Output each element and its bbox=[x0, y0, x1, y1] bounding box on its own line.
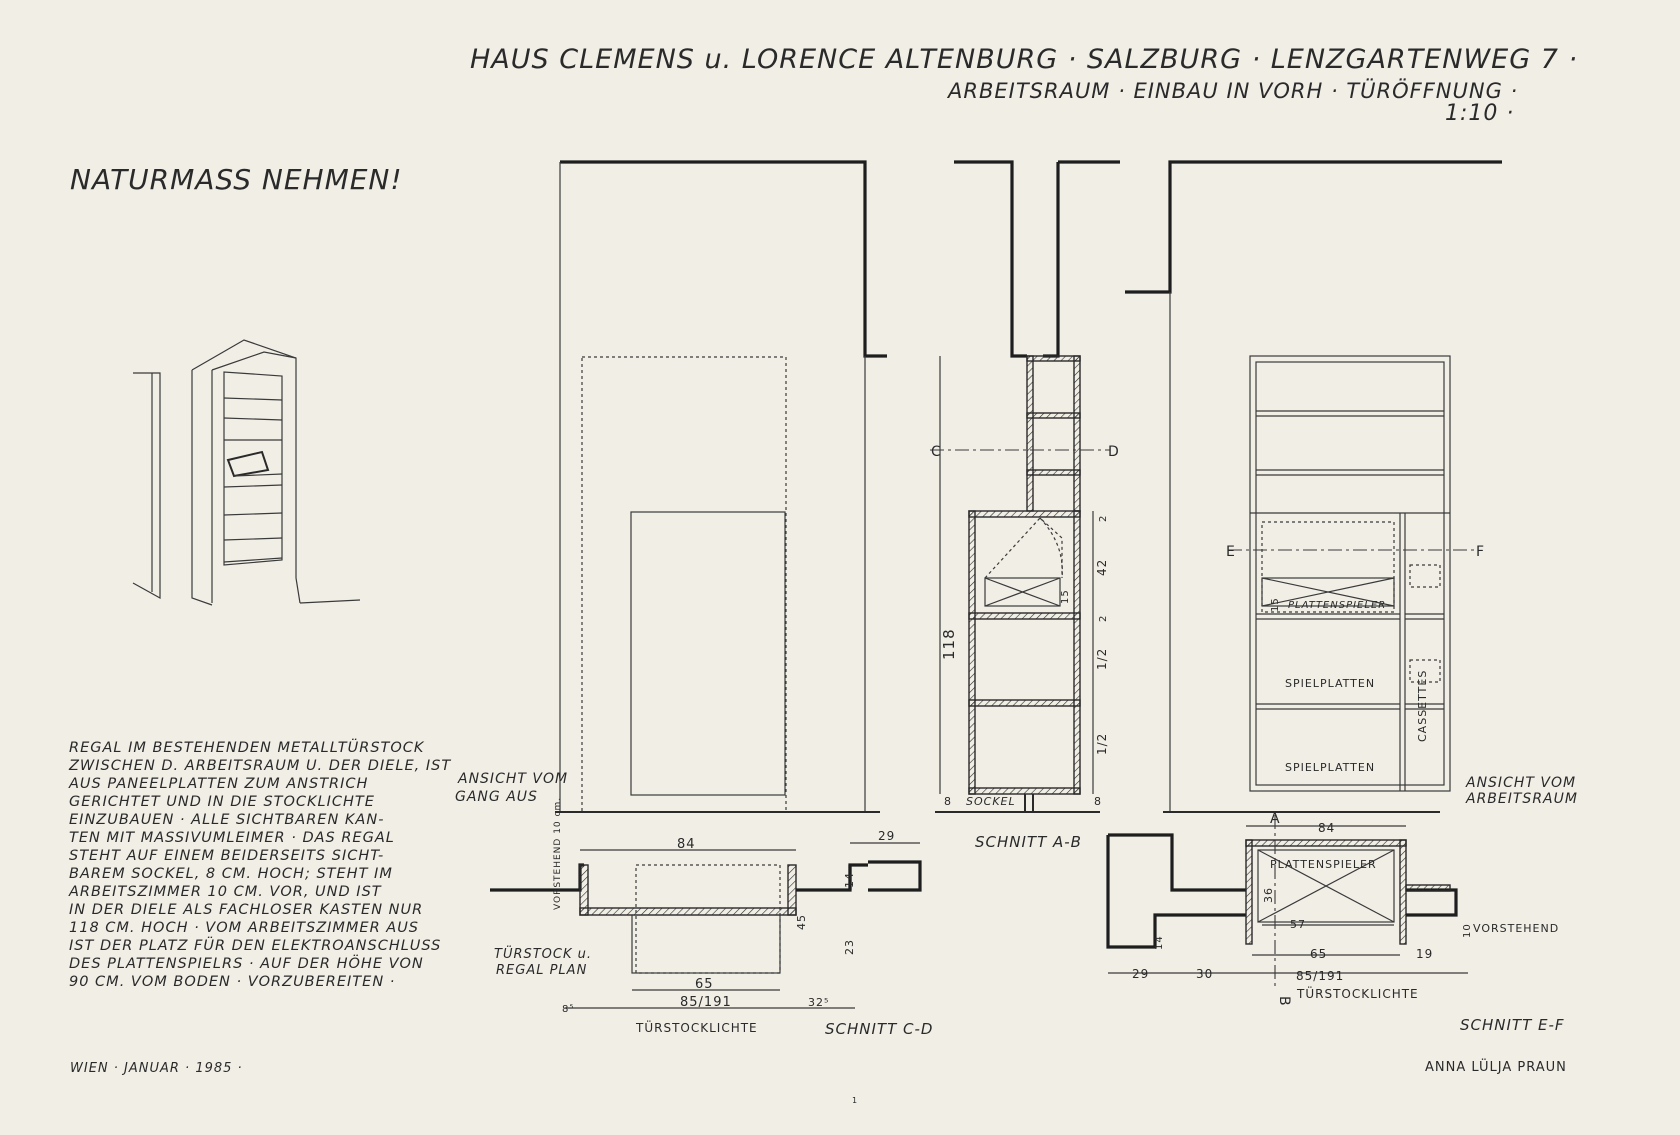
note-line: GERICHTET UND IN DIE STOCKLICHTE bbox=[69, 794, 375, 810]
title-line-2: ARBEITSRAUM · EINBAU IN VORH · TÜRÖFFNUN… bbox=[946, 78, 1518, 103]
label-spielplatten-2: SPIELPLATTEN bbox=[1285, 761, 1375, 774]
dim-23: 23 bbox=[843, 939, 856, 955]
label-ansicht-gang: ANSICHT VOM bbox=[457, 771, 568, 787]
dim-half-2: 1/2 bbox=[1095, 733, 1109, 755]
dim-2-a: 2 bbox=[1098, 515, 1109, 522]
dim-65-cd: 65 bbox=[695, 977, 714, 992]
note-line: DES PLATTENSPIELRS · AUF DER HÖHE VON bbox=[69, 954, 424, 972]
label-tuerstocklichte-cd: TÜRSTOCKLICHTE bbox=[635, 1019, 758, 1035]
section-marker-b: B bbox=[1276, 996, 1292, 1007]
dim-45: 45 bbox=[795, 914, 808, 930]
label-tuerstock-plan-2: REGAL PLAN bbox=[496, 963, 587, 978]
dim-14: 14 bbox=[843, 872, 856, 888]
label-schnitt-cd: SCHNITT C-D bbox=[825, 1020, 933, 1038]
section-ef-plan: PLATTENSPIELER 84 57 36 29 30 65 19 85/1… bbox=[1106, 811, 1565, 1034]
dim-2-b: 2 bbox=[1098, 615, 1109, 622]
note-line: IN DER DIELE ALS FACHLOSER KASTEN NUR bbox=[69, 902, 423, 918]
dim-8-right: 8 bbox=[1094, 795, 1102, 808]
dim-118: 118 bbox=[940, 628, 958, 660]
note-line: 90 CM. VOM BODEN · VORZUBEREITEN · bbox=[69, 974, 395, 990]
label-tuerstock-plan: TÜRSTOCK u. bbox=[494, 945, 592, 962]
dim-30: 30 bbox=[1196, 967, 1213, 981]
footer-date: WIEN · JANUAR · 1985 · bbox=[70, 1061, 243, 1076]
label-ansicht-arbeitsraum: ANSICHT VOM bbox=[1465, 775, 1576, 791]
label-plattenspieler-ghost: PLATTENSPIELER bbox=[1288, 600, 1386, 611]
dim-29-ef: 29 bbox=[1132, 967, 1149, 981]
notes-block: REGAL IM BESTEHENDEN METALLTÜRSTOCK ZWIS… bbox=[68, 738, 451, 990]
note-line: STEHT AUF EINEM BEIDERSEITS SICHT- bbox=[69, 848, 384, 864]
dim-57: 57 bbox=[1290, 918, 1306, 931]
section-marker-e: E bbox=[1226, 544, 1236, 560]
note-line: ARBEITSZIMMER 10 CM. VOR, UND IST bbox=[68, 884, 382, 900]
dim-10: 10 bbox=[1462, 923, 1473, 938]
dim-14-ef: 14 bbox=[1154, 935, 1165, 950]
title-scale: 1:10 · bbox=[1445, 101, 1514, 126]
note-line: IST DER PLATZ FÜR DEN ELEKTROANSCHLUSS bbox=[69, 936, 441, 954]
dim-15: 15 bbox=[1060, 589, 1071, 604]
dim-42: 42 bbox=[1095, 559, 1109, 576]
label-cassettes: CASSETTES bbox=[1416, 670, 1429, 742]
section-cd-plan: 84 65 85/191 TÜRSTOCKLICHTE 8⁵ 32⁵ 29 14… bbox=[490, 797, 933, 1038]
note-line: 118 CM. HOCH · VOM ARBEITSZIMMER AUS bbox=[69, 920, 419, 936]
dim-8-left: 8 bbox=[944, 795, 952, 808]
dim-15-b: 15 bbox=[1270, 597, 1281, 612]
label-vorstehend-left: VORSTEHEND 10 cm. bbox=[553, 797, 563, 910]
note-line: REGAL IM BESTEHENDEN METALLTÜRSTOCK bbox=[69, 738, 425, 756]
label-plattenspieler: PLATTENSPIELER bbox=[1270, 858, 1377, 871]
label-schnitt-ab: SCHNITT A-B bbox=[975, 833, 1082, 851]
elevation-corridor: ANSICHT VOM GANG AUS bbox=[455, 160, 887, 813]
note-line: TEN MIT MASSIVUMLEIMER · DAS REGAL bbox=[69, 830, 395, 846]
label-tuerstocklichte-ef: TÜRSTOCKLICHTE bbox=[1296, 985, 1419, 1001]
dim-29-cd: 29 bbox=[878, 829, 895, 843]
dim-8-5: 8⁵ bbox=[562, 1004, 574, 1015]
footer-page: 1 bbox=[852, 1096, 858, 1105]
dim-19: 19 bbox=[1416, 947, 1433, 961]
label-sockel: SOCKEL bbox=[966, 795, 1016, 808]
dim-85-191-cd: 85/191 bbox=[680, 995, 732, 1010]
dim-65-ef: 65 bbox=[1310, 947, 1327, 961]
dim-36: 36 bbox=[1262, 887, 1275, 903]
note-line: BAREM SOCKEL, 8 CM. HOCH; STEHT IM bbox=[69, 866, 393, 882]
label-ansicht-gang-2: GANG AUS bbox=[455, 789, 538, 805]
dim-half-1: 1/2 bbox=[1095, 648, 1109, 670]
label-spielplatten-1: SPIELPLATTEN bbox=[1285, 677, 1375, 690]
label-vorstehend-right: VORSTEHEND bbox=[1473, 922, 1559, 935]
note-line: EINZUBAUEN · ALLE SICHTBAREN KAN- bbox=[69, 812, 384, 828]
elevation-workroom: PLATTENSPIELER SPIELPLATTEN SPIELPLATTEN… bbox=[1125, 160, 1578, 813]
note-line: AUS PANEELPLATTEN ZUM ANSTRICH bbox=[68, 776, 368, 792]
section-marker-d: D bbox=[1108, 444, 1120, 460]
label-schnitt-ef: SCHNITT E-F bbox=[1460, 1016, 1565, 1034]
section-ab: C D 118 42 1/2 1/2 2 2 15 8 SOCKEL 8 SCH… bbox=[930, 160, 1120, 851]
warning-text: NATURMASS NEHMEN! bbox=[70, 163, 403, 196]
dim-84-cd: 84 bbox=[677, 837, 696, 852]
dim-84-ef: 84 bbox=[1318, 821, 1335, 835]
footer-author: ANNA LÜLJA PRAUN bbox=[1425, 1058, 1567, 1075]
title-line-1: HAUS CLEMENS u. LORENCE ALTENBURG · SALZ… bbox=[470, 44, 1578, 75]
section-marker-a: A bbox=[1270, 811, 1281, 827]
dim-32-5: 32⁵ bbox=[808, 996, 829, 1009]
label-ansicht-arbeitsraum-2: ARBEITSRAUM bbox=[1465, 791, 1578, 807]
section-marker-c: C bbox=[931, 444, 942, 460]
section-marker-f: F bbox=[1476, 544, 1485, 560]
note-line: ZWISCHEN D. ARBEITSRAUM U. DER DIELE, IS… bbox=[68, 758, 451, 774]
dim-85-191-ef: 85/191 bbox=[1296, 969, 1344, 983]
perspective-sketch bbox=[132, 339, 361, 606]
